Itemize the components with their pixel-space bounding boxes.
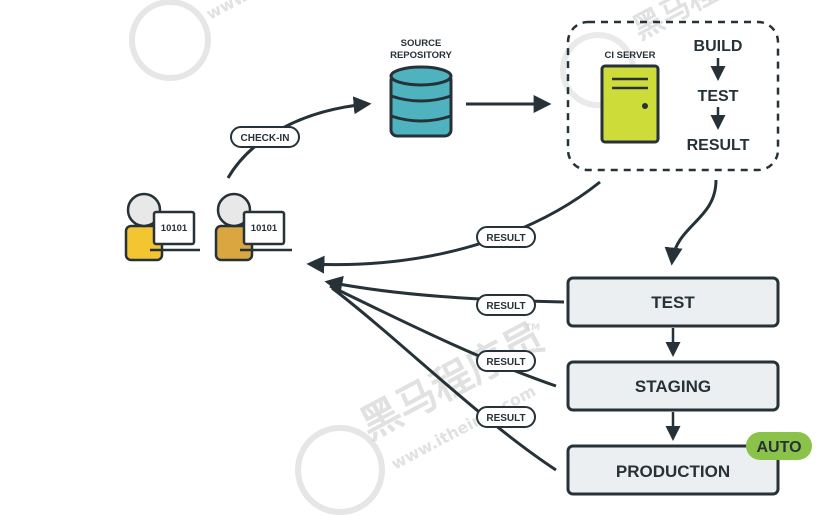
stage-production-label: PRODUCTION (616, 462, 730, 481)
stage-staging: STAGING (566, 360, 780, 412)
result-label-ci: RESULT (486, 233, 525, 244)
developer-1-screen-text: 10101 (161, 223, 188, 234)
source-repository: SOURCE REPOSITORY (389, 38, 453, 138)
ci-step-test: TEST (698, 88, 739, 105)
result-pill-staging: RESULT (476, 350, 536, 372)
arrow-ci-to-test (664, 179, 718, 266)
result-label-production: RESULT (486, 413, 525, 424)
check-in-label: CHECK-IN (241, 133, 290, 144)
arrow-ci-result-to-devs (306, 180, 601, 274)
laptop-icon (150, 210, 200, 252)
auto-badge: AUTO (746, 432, 812, 460)
stage-staging-label: STAGING (635, 377, 711, 396)
developer-2: 10101 (214, 192, 292, 262)
stage-test-label: TEST (651, 293, 695, 312)
stage-production: PRODUCTION (566, 444, 780, 496)
result-pill-ci: RESULT (476, 226, 536, 248)
developer-2-screen-text: 10101 (251, 223, 278, 234)
result-label-staging: RESULT (486, 357, 525, 368)
result-pill-test: RESULT (476, 294, 536, 316)
source-repo-label-line1: SOURCE (401, 38, 442, 49)
ci-server-label: CI SERVER (604, 50, 655, 61)
ci-step-result: RESULT (687, 137, 750, 154)
watermark-tm: TM (525, 323, 540, 333)
result-label-test: RESULT (486, 301, 525, 312)
server-icon (600, 64, 660, 144)
check-in-pill: CHECK-IN (230, 126, 300, 148)
database-icon (389, 65, 453, 138)
result-pill-production: RESULT (476, 406, 536, 428)
ci-server-group: CI SERVER BUILD TEST RESULT (566, 20, 780, 172)
arrow-production-result-to-devs (331, 286, 557, 472)
auto-badge-label: AUTO (756, 439, 801, 456)
source-repo-label-line2: REPOSITORY (390, 50, 452, 61)
arrow-staging-result-to-devs (329, 284, 557, 388)
laptop-icon (240, 210, 292, 252)
watermark-url-top: www.itheima.com (203, 0, 354, 24)
ci-step-build: BUILD (694, 38, 743, 55)
developer-1: 10101 (124, 192, 200, 262)
stage-test: TEST (566, 276, 780, 328)
